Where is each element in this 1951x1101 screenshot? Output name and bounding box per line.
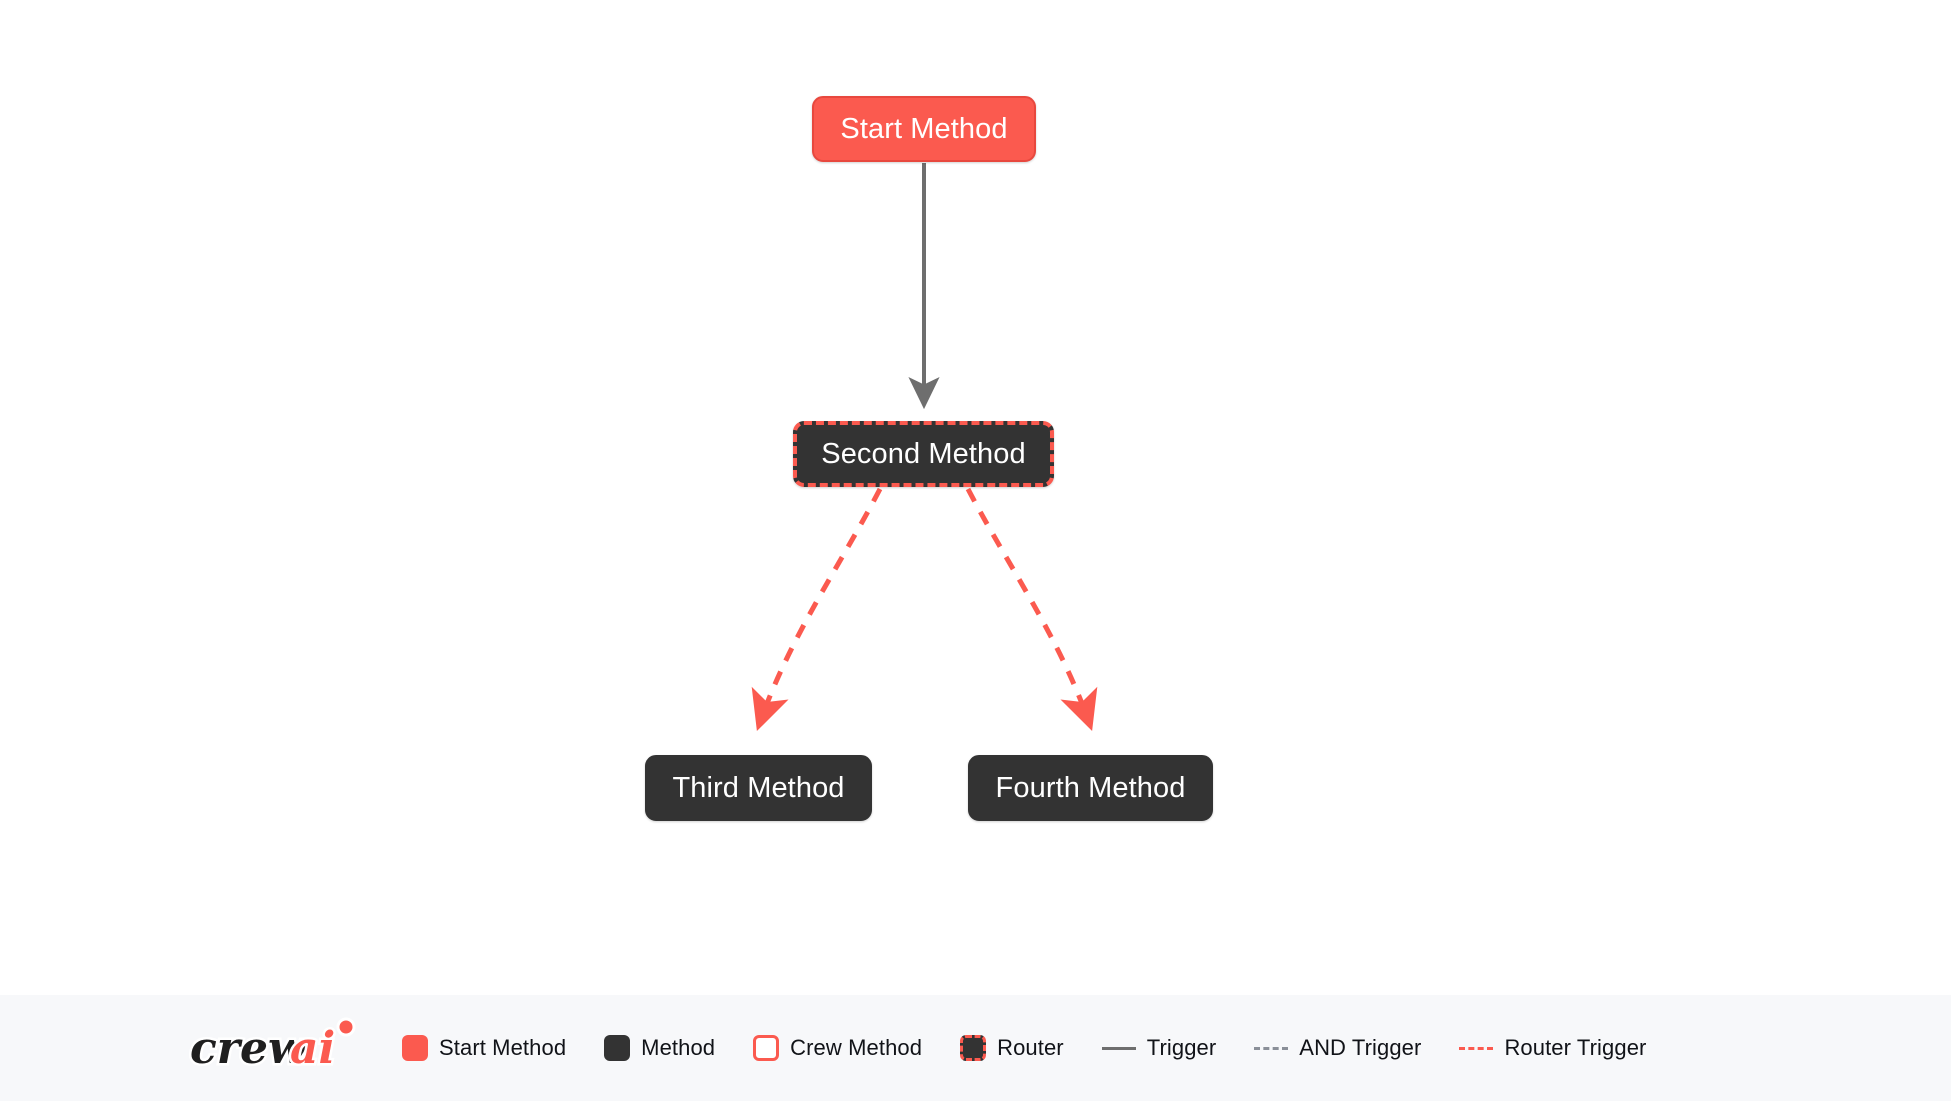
legend-label: Start Method: [439, 1035, 567, 1060]
legend-label: Trigger: [1146, 1035, 1217, 1060]
router-swatch-icon: [960, 1035, 987, 1061]
crewai-wordmark-icon: crew ai: [188, 1017, 356, 1077]
legend-item-method: Method: [604, 1035, 715, 1061]
legend-label: Method: [641, 1035, 716, 1060]
legend-item-start-method: Start Method: [402, 1035, 566, 1061]
flow-node-third-method[interactable]: Third Method: [645, 755, 872, 821]
brand-dot-icon: [336, 1017, 356, 1037]
legend-item-and-trigger: AND Trigger: [1254, 1035, 1421, 1061]
flow-node-label: Third Method: [672, 771, 845, 804]
trigger-line-icon: [1101, 1046, 1136, 1050]
crew-method-swatch-icon: [753, 1035, 780, 1061]
brand-word-primary: crew: [190, 1023, 308, 1074]
flow-node-fourth-method[interactable]: Fourth Method: [968, 755, 1213, 821]
brand-word-accent: ai: [290, 1023, 335, 1074]
flow-node-label: Fourth Method: [995, 771, 1186, 804]
legend-item-crew-method: Crew Method: [753, 1035, 922, 1061]
flow-node-label: Second Method: [821, 437, 1026, 470]
legend-label: Router: [997, 1035, 1064, 1060]
legend-label: Crew Method: [790, 1035, 923, 1060]
flow-canvas[interactable]: Start Method Second Method Third Method …: [0, 0, 1951, 995]
legend-item-trigger: Trigger: [1101, 1035, 1217, 1061]
legend-item-router: Router: [960, 1035, 1064, 1061]
router-trigger-line-icon: [1459, 1046, 1494, 1050]
legend-item-router-trigger: Router Trigger: [1459, 1035, 1646, 1061]
legend-label: Router Trigger: [1504, 1035, 1647, 1060]
edge-second-to-third: [751, 487, 883, 732]
legend-bar: crew ai Start Method Method Crew Method …: [0, 995, 1951, 1101]
legend-items: Start Method Method Crew Method Router T…: [402, 1035, 1684, 1061]
flow-node-label: Start Method: [840, 112, 1008, 145]
start-method-swatch-icon: [402, 1035, 428, 1061]
method-swatch-icon: [604, 1035, 631, 1061]
crewai-logo: crew ai: [186, 1017, 362, 1079]
edge-second-to-fourth: [965, 487, 1098, 732]
flow-node-start-method[interactable]: Start Method: [812, 96, 1036, 162]
legend-label: AND Trigger: [1299, 1035, 1422, 1060]
flow-node-second-method[interactable]: Second Method: [793, 421, 1054, 487]
and-trigger-line-icon: [1254, 1046, 1289, 1050]
